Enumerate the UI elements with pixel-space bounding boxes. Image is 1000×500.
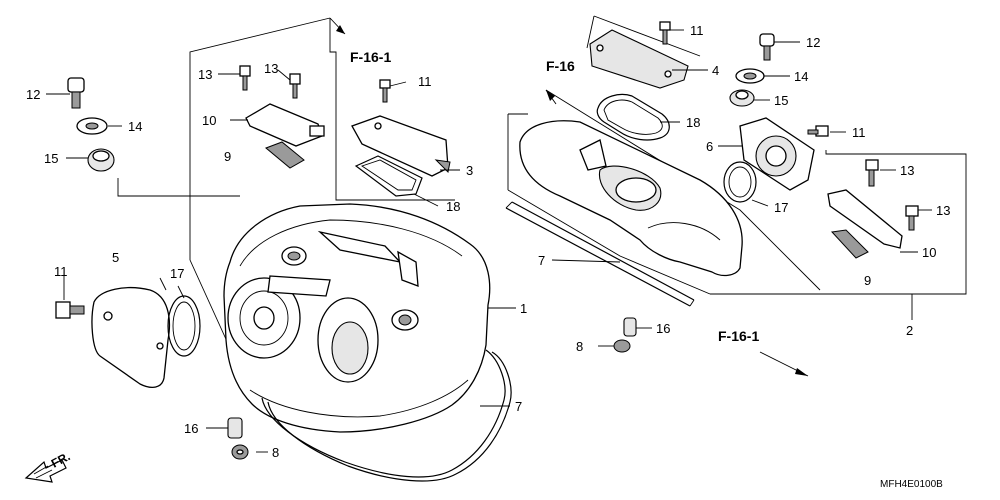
o-ring-17-right [723, 161, 757, 203]
cap-15-left [87, 148, 115, 172]
label-12-left: 12 [26, 87, 40, 102]
cylinder-head-cover-left [223, 203, 491, 433]
part-number-labels: 1 2 3 4 5 6 7 7 8 8 9 9 10 10 11 11 11 1… [26, 23, 950, 460]
gasket-strip-7-right [505, 201, 695, 307]
leader-lines [46, 29, 932, 453]
label-14-right: 14 [794, 69, 808, 84]
catalog-code: MFH4E0100B [880, 479, 943, 490]
bolt-13-right-a [865, 159, 879, 187]
label-7-right: 7 [538, 253, 545, 268]
bolt-13-left-b [289, 73, 301, 99]
f16-1-right-arrow [759, 351, 809, 377]
label-11-right-top: 11 [690, 23, 704, 38]
collar-16-left [227, 417, 243, 439]
label-16-left: 16 [184, 421, 198, 436]
label-8-right: 8 [576, 339, 583, 354]
label-15-left: 15 [44, 151, 58, 166]
right-assembly-group-outline [507, 15, 967, 295]
washer-14-left [76, 117, 108, 135]
nut-8-right [613, 339, 631, 353]
bolt-13-left-a [239, 65, 251, 91]
gasket-18-left [354, 155, 423, 197]
front-direction-arrow: FR. [24, 449, 72, 483]
nut-8-left [231, 444, 249, 460]
label-18-right: 18 [686, 115, 700, 130]
label-9-right: 9 [864, 273, 871, 288]
bolt-12-right [759, 33, 775, 61]
label-4: 4 [712, 63, 719, 78]
bolt-11-right-top [659, 21, 671, 45]
label-11-right-mid: 11 [852, 125, 866, 140]
top-cover-4 [589, 29, 689, 89]
gasket-18-right [596, 93, 670, 141]
bolt-13-right-b [905, 205, 919, 231]
left-assembly-group-outline [117, 17, 455, 381]
label-15-right: 15 [774, 93, 788, 108]
label-9-left: 9 [224, 149, 231, 164]
label-10-left: 10 [202, 113, 216, 128]
side-cover-3 [351, 115, 451, 177]
bolt-11-left-lower [55, 301, 85, 319]
cap-15-right [729, 89, 755, 107]
breather-plate-9-right [830, 229, 869, 259]
label-17-right: 17 [774, 200, 788, 215]
cylinder-head-cover-right [519, 120, 743, 277]
label-14-left: 14 [128, 119, 142, 134]
ref-f16-1-top: F-16-1 [350, 49, 391, 65]
reference-labels: F-16-1 F-16 F-16-1 [350, 49, 759, 344]
label-2: 2 [906, 323, 913, 338]
breather-housing-10-right [827, 189, 903, 249]
label-11-top-left: 11 [418, 74, 432, 89]
label-18-left: 18 [446, 199, 460, 214]
breather-cover-5 [91, 287, 171, 389]
breather-plate-9-left [265, 141, 305, 169]
label-7-left: 7 [515, 399, 522, 414]
o-ring-17-left [167, 295, 201, 357]
label-1: 1 [520, 301, 527, 316]
label-16-right: 16 [656, 321, 670, 336]
bolt-11-right-mid [807, 125, 829, 137]
washer-14-right [735, 68, 765, 84]
ref-f16: F-16 [546, 58, 575, 74]
label-3: 3 [466, 163, 473, 178]
breather-housing-10-left [245, 103, 325, 147]
label-6: 6 [706, 139, 713, 154]
breather-plate-6 [739, 117, 815, 191]
bolt-12-left [67, 77, 85, 109]
label-10-right: 10 [922, 245, 936, 260]
label-5: 5 [112, 250, 119, 265]
collar-16-right [623, 317, 637, 337]
bolt-11-top-left [379, 79, 391, 103]
ref-f16-1-right: F-16-1 [718, 328, 759, 344]
label-13-right-b: 13 [936, 203, 950, 218]
label-17-left: 17 [170, 266, 184, 281]
label-13-left-b: 13 [264, 61, 278, 76]
label-13-right-a: 13 [900, 163, 914, 178]
label-11-left-lower: 11 [54, 264, 68, 279]
head-cover-gasket-left [261, 349, 512, 482]
label-13-left-a: 13 [198, 67, 212, 82]
label-8-left: 8 [272, 445, 279, 460]
label-12-right: 12 [806, 35, 820, 50]
